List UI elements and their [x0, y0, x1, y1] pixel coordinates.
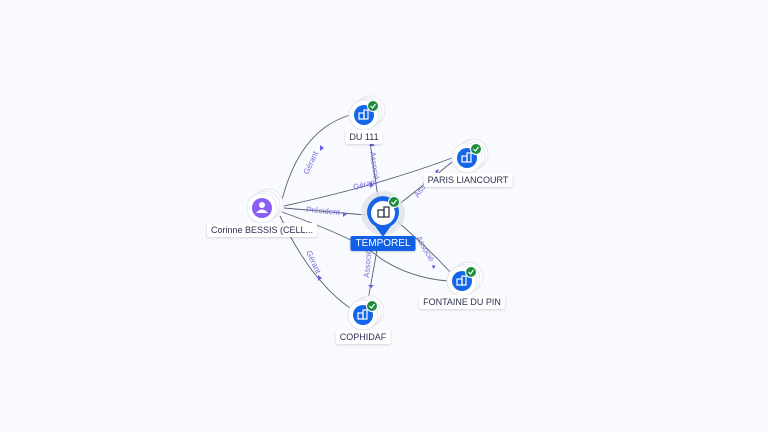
edge-person-fontaine [281, 211, 449, 282]
edge-arrows [318, 143, 439, 288]
node-paris[interactable] [451, 138, 489, 174]
node-fontaine[interactable] [446, 261, 484, 297]
edge-label-gerant: Gérant [302, 149, 321, 176]
edge-person-temporel [283, 207, 367, 216]
edge-person-paris [283, 157, 453, 207]
verified-check-icon [366, 300, 378, 312]
edge-label-associe: Associé [362, 249, 373, 278]
node-label-temporel[interactable]: TEMPOREL [350, 236, 416, 251]
verified-check-icon [470, 143, 482, 155]
node-cophidaf[interactable] [347, 295, 385, 331]
node-label-cophidaf[interactable]: COPHIDAF [335, 330, 391, 344]
edge-person-du111 [281, 114, 351, 201]
node-label-paris[interactable]: PARIS LIANCOURT [423, 173, 513, 187]
node-label-du111[interactable]: DU 111 [345, 130, 383, 144]
node-du111[interactable] [348, 95, 386, 131]
node-temporel[interactable] [361, 191, 405, 237]
edge-temporel-cophidaf [367, 249, 378, 301]
edge-label-gerant: Gérant [304, 249, 323, 276]
verified-check-icon [388, 196, 400, 208]
edge-temporel-fontaine [397, 221, 451, 273]
building-icon [377, 206, 390, 218]
verified-check-icon [367, 100, 379, 112]
edge-label-associe: Associé [368, 151, 381, 181]
node-person[interactable] [246, 188, 284, 224]
edge-label-president: Président [306, 205, 341, 217]
person-icon [252, 198, 272, 218]
edge-label-associe: Associé [414, 235, 436, 264]
verified-check-icon [465, 266, 477, 278]
node-label-fontaine[interactable]: FONTAINE DU PIN [419, 295, 505, 309]
node-label-person[interactable]: Corinne BESSIS (CELL... [206, 223, 318, 237]
